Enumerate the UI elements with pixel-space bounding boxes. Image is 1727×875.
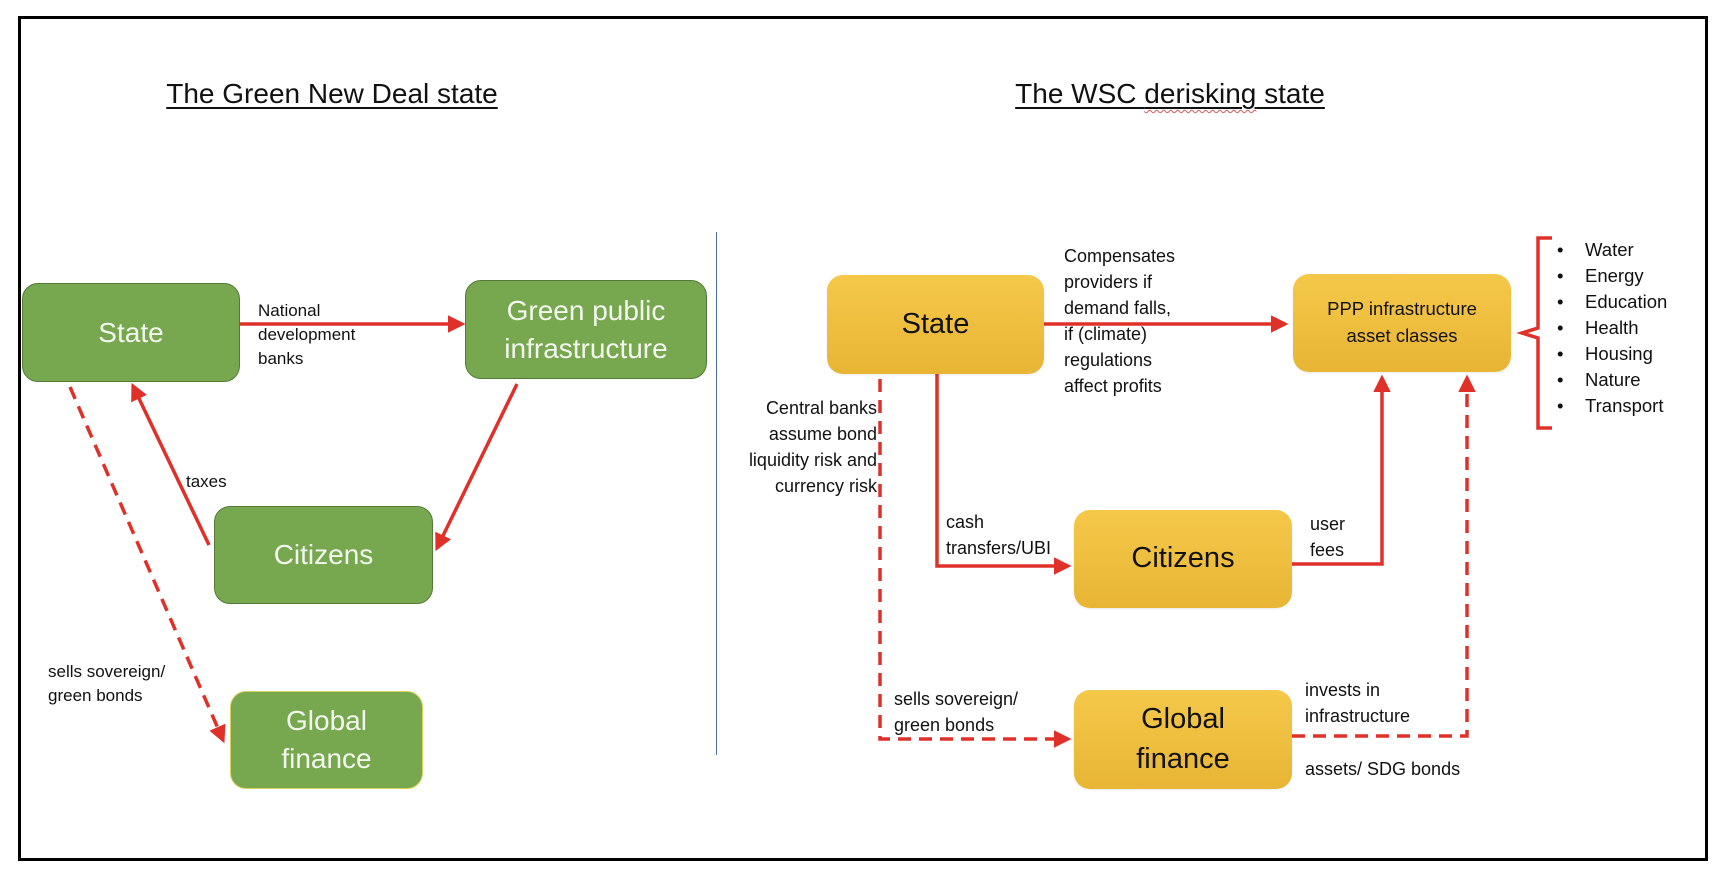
label-line: Compensates	[1064, 246, 1176, 266]
label-line: banks	[258, 349, 304, 368]
label-line: if (climate)	[1064, 324, 1148, 344]
asset-class-label: Nature	[1585, 369, 1641, 390]
label-line: currency risk	[774, 476, 877, 496]
label-line: fees	[1310, 540, 1345, 560]
label-taxes: taxes	[186, 472, 227, 491]
left-global-finance-node: Global finance	[230, 691, 423, 789]
asset-class-item: • Energy	[1555, 263, 1667, 289]
label-line: affect profits	[1064, 376, 1162, 396]
bullet-icon: •	[1557, 343, 1564, 364]
label-line: user	[1310, 514, 1346, 534]
left-citizens-node: Citizens	[214, 506, 433, 604]
label-central-banks: Central banks assume bond liquidity risk…	[749, 395, 877, 499]
bullet-icon: •	[1557, 395, 1564, 416]
label-right-sells-bonds: sells sovereign/ green bonds	[894, 686, 1018, 738]
right-global-finance-node: Global finance	[1074, 690, 1292, 789]
asset-class-label: Energy	[1585, 265, 1644, 286]
asset-class-label: Health	[1585, 317, 1639, 338]
label-line: cash	[946, 512, 985, 532]
label-line: regulations	[1064, 350, 1153, 370]
arrow-green-infra-to-citizens	[435, 383, 519, 552]
asset-class-item: • Transport	[1555, 393, 1667, 419]
right-global-finance-line2: finance	[1136, 742, 1230, 775]
left-citizens-label: Citizens	[273, 539, 374, 571]
label-left-sells-bonds: sells sovereign/ green bonds	[48, 660, 165, 708]
green-infra-line1: Green public	[506, 294, 666, 326]
right-global-finance-line1: Global	[1141, 703, 1225, 736]
ppp-infrastructure-node: PPP infrastructure asset classes	[1293, 274, 1511, 372]
asset-class-item: • Water	[1555, 237, 1667, 263]
left-global-finance-line2: finance	[281, 743, 372, 774]
label-assets-sdg-bonds: assets/ SDG bonds	[1305, 759, 1461, 779]
asset-class-label: Education	[1585, 291, 1668, 312]
label-compensates-providers: Compensates providers if demand falls, i…	[1064, 243, 1175, 399]
label-line: National	[258, 301, 321, 320]
label-line: providers if	[1064, 272, 1153, 292]
green-infra-line2: infrastructure	[504, 332, 668, 364]
label-line: green bonds	[48, 686, 143, 705]
left-global-finance-line1: Global	[286, 705, 367, 737]
label-line: sells sovereign/	[48, 662, 166, 681]
label-line: invests in	[1305, 680, 1381, 700]
bullet-icon: •	[1557, 265, 1564, 286]
label-line: green bonds	[894, 715, 995, 735]
label-line: demand falls,	[1064, 298, 1172, 318]
right-state-label: State	[901, 307, 970, 340]
label-line: sells sovereign/	[894, 689, 1019, 709]
bullet-icon: •	[1557, 291, 1564, 312]
right-state-node: State	[827, 275, 1044, 374]
panel-divider	[716, 232, 717, 755]
ppp-label: PPP infrastructure asset classes	[1327, 296, 1477, 350]
arrow-citizens-to-state	[131, 382, 211, 546]
label-line: liquidity risk and	[748, 450, 877, 470]
asset-class-item: • Education	[1555, 289, 1667, 315]
asset-class-label: Water	[1585, 239, 1634, 260]
label-line: transfers/UBI	[946, 538, 1052, 558]
label-invests-in-infrastructure: invests in infrastructure	[1305, 677, 1410, 729]
asset-class-item: • Nature	[1555, 367, 1667, 393]
arrow-global-finance-to-ppp	[1292, 374, 1476, 738]
asset-classes-bracket	[1516, 236, 1552, 430]
green-infra-label: Green public infrastructure	[504, 292, 667, 368]
bullet-icon: •	[1557, 369, 1564, 390]
bullet-icon: •	[1557, 239, 1564, 260]
arrow-citizens-to-ppp	[1292, 374, 1391, 566]
label-line: development	[258, 325, 356, 344]
left-state-node: State	[22, 283, 240, 382]
ppp-line1: PPP infrastructure	[1327, 298, 1477, 320]
title-misspelled-word: derisking	[1144, 78, 1257, 109]
label-line: assume bond	[768, 424, 877, 444]
label-user-fees: user fees	[1310, 511, 1345, 563]
left-state-label: State	[98, 316, 164, 348]
title-prefix: The WSC	[1015, 78, 1145, 109]
asset-class-label: Transport	[1585, 395, 1664, 416]
asset-class-label: Housing	[1585, 343, 1653, 364]
title-suffix: state	[1256, 78, 1325, 109]
green-public-infrastructure-node: Green public infrastructure	[465, 280, 707, 379]
arrow-state-to-global-finance	[68, 386, 226, 744]
label-national-development-banks: National development banks	[258, 299, 355, 371]
label-line: infrastructure	[1305, 706, 1411, 726]
right-citizens-label: Citizens	[1131, 542, 1235, 575]
label-line: Central banks	[765, 398, 877, 418]
label-cash-transfers: cash transfers/UBI	[946, 509, 1051, 561]
asset-class-item: • Housing	[1555, 341, 1667, 367]
diagram-frame	[18, 16, 1708, 861]
asset-class-item: • Health	[1555, 315, 1667, 341]
left-global-finance-label: Global finance	[281, 702, 371, 778]
ppp-line2: asset classes	[1346, 325, 1458, 346]
asset-classes-list: • Water • Energy • Education • Health • Housi…	[1555, 237, 1667, 419]
right-panel-title: The WSC derisking state	[1015, 78, 1325, 110]
bullet-icon: •	[1557, 317, 1564, 338]
left-panel-title: The Green New Deal state	[166, 78, 498, 109]
arrow-state-to-global-finance	[878, 379, 1072, 748]
arrow-state-to-citizens	[935, 374, 1072, 575]
right-global-finance-label: Global finance	[1136, 700, 1230, 778]
right-citizens-node: Citizens	[1074, 510, 1292, 608]
